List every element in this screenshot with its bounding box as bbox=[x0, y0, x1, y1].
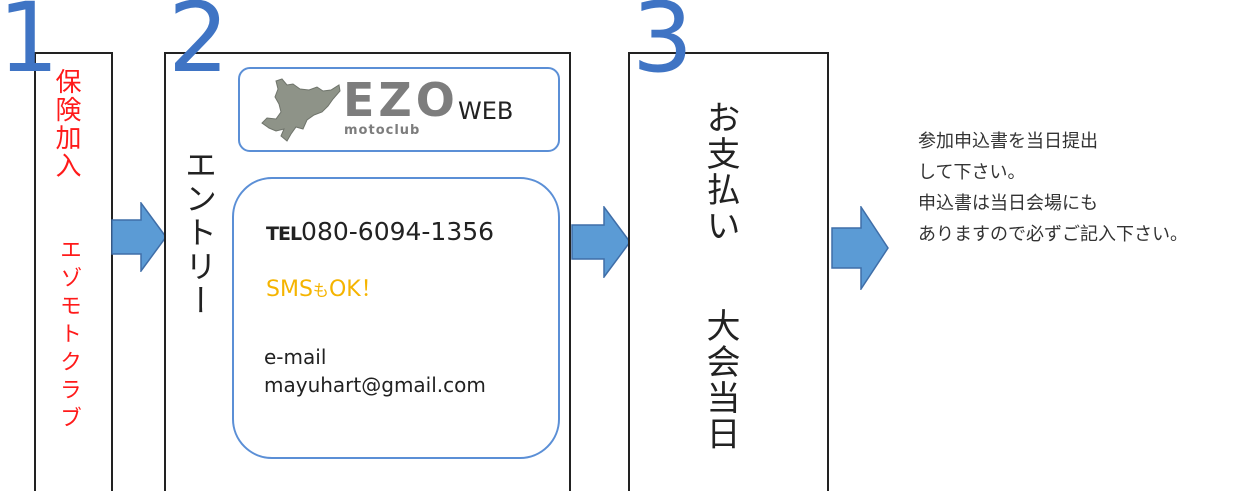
note-line: して下さい。 bbox=[918, 162, 1026, 183]
step3-subtitle: 大会当日 bbox=[700, 308, 740, 452]
right-arrow-icon bbox=[111, 202, 167, 272]
step3-title: お支払い bbox=[700, 100, 740, 244]
tel-number: 080-6094-1356 bbox=[301, 217, 495, 246]
note-line: 参加申込書を当日提出 bbox=[918, 131, 1098, 152]
email-label: e-mail bbox=[264, 345, 327, 369]
logo-web-label: WEB bbox=[458, 97, 514, 125]
step1-number: 1 bbox=[0, 0, 60, 94]
step1-panel bbox=[34, 52, 113, 491]
logo-subtext: motoclub bbox=[344, 123, 421, 138]
email-address[interactable]: mayuhart@gmail.com bbox=[264, 373, 486, 397]
hokkaido-map-icon bbox=[261, 78, 341, 142]
submission-note: 参加申込書を当日提出 して下さい。 申込書は当日会場にも ありますので必ずご記入… bbox=[918, 126, 1188, 250]
right-arrow-icon bbox=[831, 206, 889, 290]
step3-panel bbox=[628, 52, 829, 491]
note-line: 申込書は当日会場にも bbox=[918, 193, 1098, 214]
contact-card: TEL080-6094-1356 SMSもOK！ e-mail mayuhart… bbox=[232, 177, 560, 459]
phone-line[interactable]: TEL080-6094-1356 bbox=[266, 217, 494, 246]
ezo-web-logo-link[interactable]: EZO motoclub WEB bbox=[238, 67, 560, 152]
sms-prefix: SMS bbox=[266, 277, 313, 302]
step2-title: エントリー bbox=[180, 148, 218, 318]
sms-suffix: OK！ bbox=[328, 277, 383, 302]
step3-number: 3 bbox=[632, 0, 694, 94]
right-arrow-icon bbox=[571, 206, 631, 278]
sms-note: SMSもOK！ bbox=[266, 271, 383, 303]
logo-wordmark: EZO bbox=[343, 73, 459, 127]
tel-label: TEL bbox=[266, 223, 302, 245]
step1-title: 保険加入 bbox=[51, 68, 81, 180]
note-line: ありますので必ずご記入下さい。 bbox=[918, 224, 1188, 245]
step1-club-name: エゾモトクラブ bbox=[56, 238, 81, 434]
step2-number: 2 bbox=[168, 0, 230, 94]
sms-particle: も bbox=[312, 281, 329, 300]
